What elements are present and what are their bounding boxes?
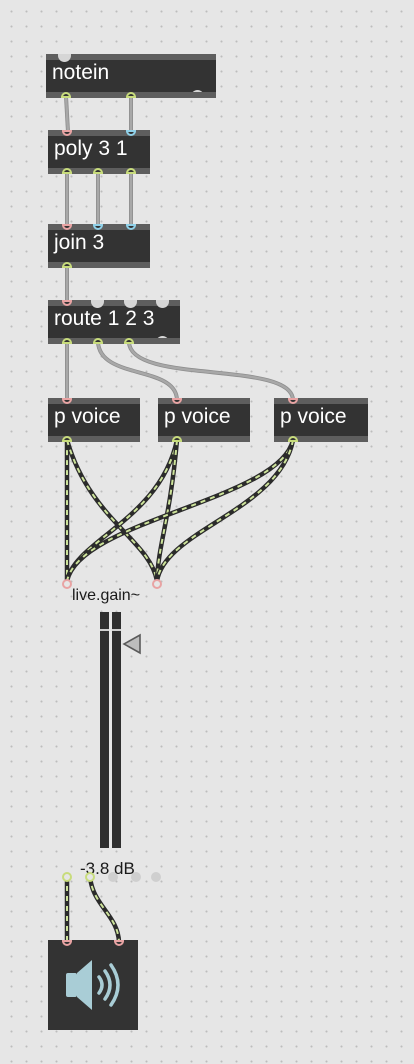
notein-outlet-velocity[interactable] [126,92,136,98]
poly-label: poly 3 1 [54,137,128,160]
join-inlet-3[interactable] [126,224,136,230]
join-label: join 3 [54,231,105,254]
live-gain-outlet-left[interactable] [62,872,72,882]
join-object[interactable]: join 3 [48,224,150,268]
live-gain-label: live.gain~ [72,587,141,604]
poly-inlet-1[interactable] [62,130,72,136]
poly-inlet-2[interactable] [126,130,136,136]
poly-outlet-3[interactable] [126,168,136,174]
cord-voice2-gain-right-outline [154,439,180,582]
live-gain-outlet-5 [151,872,161,882]
live-gain-slider-arrow-icon[interactable] [122,633,142,655]
cord-voice1-gain-right [66,439,158,582]
cord-notein-poly-1-outline [64,95,70,133]
cord-route-voice-3-outline [127,341,295,401]
cord-voice2-gain-left [66,439,178,582]
notein-label: notein [52,61,110,84]
cord-voice1-gain-right-outline [64,439,160,582]
cord-voice2-gain-left-outline [64,439,180,582]
poly-outlet-2[interactable] [93,168,103,174]
cord-route-voice-2-outline [96,341,179,401]
cord-notein-poly-1 [64,95,70,133]
cord-voice3-gain-right-outline [154,439,296,582]
live-gain-meter-left[interactable] [100,612,109,848]
cord-route-voice-2 [96,341,179,401]
voice-object-2[interactable]: p voice [158,398,250,442]
live-gain-outlet-4 [131,872,141,882]
join-outlet[interactable] [62,262,72,268]
cord-gain-dac-right [89,875,120,943]
route-outlet-2[interactable] [93,338,103,344]
cord-route-voice-3 [127,341,295,401]
cord-voice2-gain-right [156,439,178,582]
voice-label-1: p voice [54,405,121,428]
speaker-icon [66,960,120,1010]
route-outlet-1[interactable] [62,338,72,344]
live-gain-inlet-left[interactable] [62,579,72,589]
join-inlet-2[interactable] [93,224,103,230]
voice-label-2: p voice [164,405,231,428]
live-gain-inlet-right[interactable] [152,579,162,589]
poly-outlet-1[interactable] [62,168,72,174]
voice-1-inlet[interactable] [62,398,72,404]
voice-object-1[interactable]: p voice [48,398,140,442]
voice-3-inlet[interactable] [288,398,298,404]
poly-object[interactable]: poly 3 1 [48,130,150,174]
voice-1-outlet[interactable] [62,436,72,442]
route-label: route 1 2 3 [54,307,155,330]
voice-2-outlet[interactable] [172,436,182,442]
cord-gain-dac-right-outline [87,875,122,943]
notein-outlet-pitch[interactable] [61,92,71,98]
voice-label-3: p voice [280,405,347,428]
voice-3-outlet[interactable] [288,436,298,442]
live-gain-outlet-right[interactable] [85,872,95,882]
live-gain-outlet-3 [108,872,118,882]
cord-voice3-gain-left [66,439,294,582]
route-outlet-3[interactable] [124,338,134,344]
route-object[interactable]: route 1 2 3 [48,300,180,344]
voice-2-inlet[interactable] [172,398,182,404]
cord-voice3-gain-left-outline [64,439,296,582]
cord-voice3-gain-right [156,439,294,582]
join-inlet-1[interactable] [62,224,72,230]
notein-object[interactable]: notein [46,54,216,98]
voice-object-3[interactable]: p voice [274,398,368,442]
route-inlet-1[interactable] [62,300,72,306]
dac-object[interactable] [48,940,138,1030]
live-gain-meter-right[interactable] [112,612,121,848]
